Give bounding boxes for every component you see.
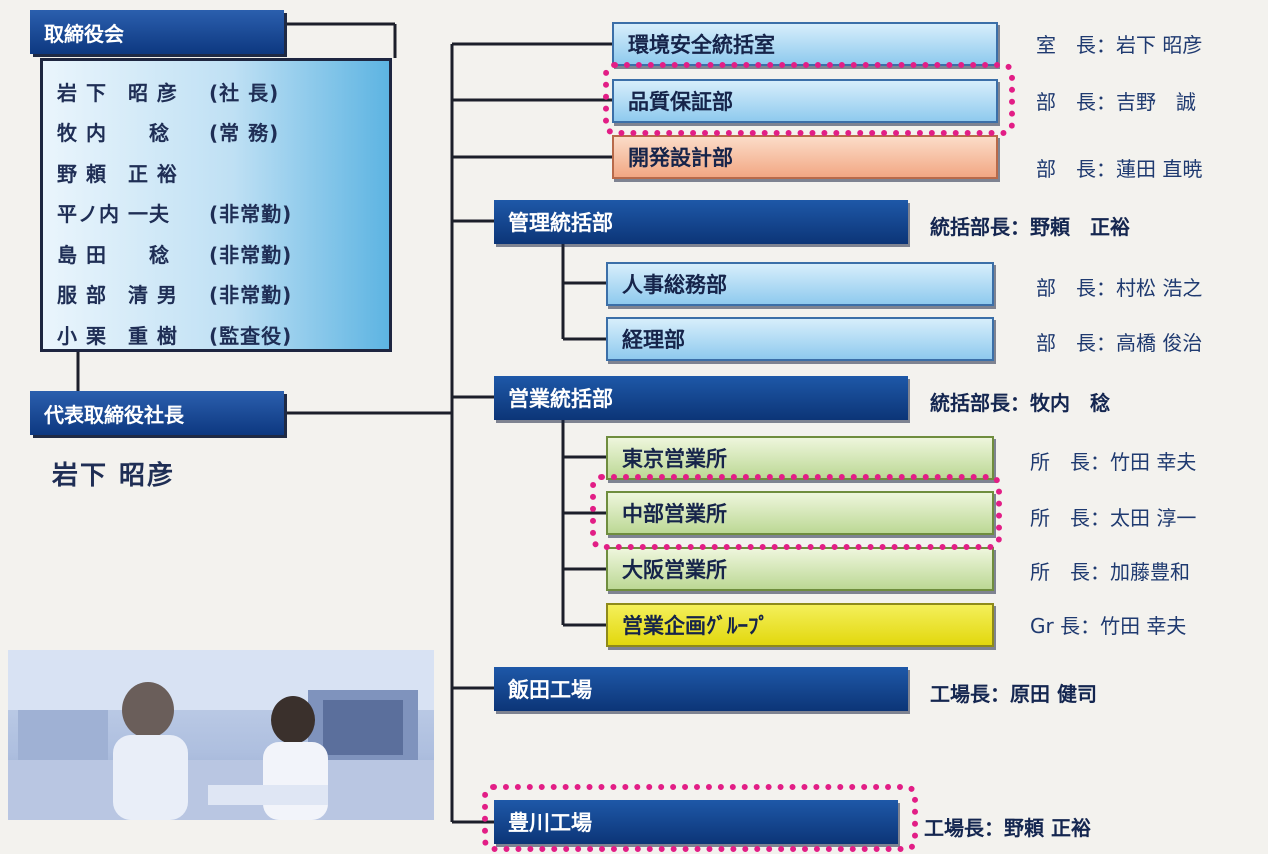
highlight-frame-hinshitsu — [603, 62, 1015, 136]
president-title: 代表取締役社長 — [30, 391, 284, 435]
dept-head-tokyo: 所 長：竹田 幸夫 — [1030, 450, 1197, 474]
dept-box-chubu: 中部営業所 — [606, 491, 994, 535]
dept-box-hinshitsu: 品質保証部 — [612, 79, 998, 123]
board-member-list: 岩 下 昭 彦 (社 長) 牧 内 稔 (常 務) 野 頼 正 裕 平ノ内 一夫 (非… — [40, 58, 392, 352]
dept-head-kikaku: Gr 長：竹田 幸夫 — [1030, 614, 1187, 638]
dept-box-keiri: 経理部 — [606, 317, 994, 361]
board-member: 服 部 清 男 (非常勤) — [57, 274, 389, 315]
dept-head-jinji: 部 長：村松 浩之 — [1036, 276, 1203, 300]
dept-box-toyokawa: 豊川工場 — [494, 800, 898, 844]
member-role: (常 務) — [209, 121, 280, 146]
dept-box-iida: 飯田工場 — [494, 667, 908, 711]
president-name: 岩下 昭彦 — [52, 461, 176, 491]
member-role: (非常勤) — [209, 242, 293, 267]
dept-box-kankyo: 環境安全統括室 — [612, 22, 998, 66]
dept-head-kankyo: 室 長：岩下 昭彦 — [1036, 33, 1203, 57]
dept-head-osaka: 所 長：加藤豊和 — [1030, 560, 1190, 584]
board-member: 岩 下 昭 彦 (社 長) — [57, 71, 389, 112]
dept-box-tokyo: 東京営業所 — [606, 436, 994, 480]
dept-head-eigyo: 統括部長：牧内 稔 — [930, 391, 1110, 415]
dept-head-toyokawa: 工場長：野頼 正裕 — [924, 816, 1091, 840]
board-member: 小 栗 重 樹 (監査役) — [57, 314, 389, 355]
dept-box-kanri: 管理統括部 — [494, 200, 908, 244]
board-member: 島 田 稔 (非常勤) — [57, 233, 389, 274]
board-member: 平ノ内 一夫 (非常勤) — [57, 193, 389, 234]
dept-head-chubu: 所 長：太田 淳一 — [1030, 506, 1197, 530]
dept-box-eigyo: 営業統括部 — [494, 376, 908, 420]
member-name: 小 栗 重 樹 — [57, 323, 178, 348]
member-name: 島 田 稔 — [57, 242, 170, 267]
highlight-frame-toyokawa — [482, 784, 918, 852]
dept-head-kaihatsu: 部 長：蓮田 直暁 — [1036, 157, 1203, 181]
member-role: (非常勤) — [209, 202, 293, 227]
office-photo — [8, 650, 434, 820]
member-name: 野 頼 正 裕 — [57, 161, 178, 186]
dept-head-keiri: 部 長：高橋 俊治 — [1036, 331, 1203, 355]
member-role: (社 長) — [209, 80, 280, 105]
member-role: (監査役) — [209, 323, 293, 348]
dept-box-kikaku: 営業企画ｸﾞﾙｰﾌﾟ — [606, 603, 994, 647]
dept-box-osaka: 大阪営業所 — [606, 547, 994, 591]
board-member: 牧 内 稔 (常 務) — [57, 112, 389, 153]
member-name: 平ノ内 一夫 — [57, 202, 170, 227]
dept-head-hinshitsu: 部 長：吉野 誠 — [1036, 90, 1196, 114]
member-role: (非常勤) — [209, 283, 293, 308]
member-name: 牧 内 稔 — [57, 121, 170, 146]
dept-box-jinji: 人事総務部 — [606, 262, 994, 306]
highlight-frame-chubu — [590, 474, 1002, 550]
member-name: 服 部 清 男 — [57, 283, 178, 308]
dept-box-kaihatsu: 開発設計部 — [612, 135, 998, 179]
dept-head-iida: 工場長：原田 健司 — [930, 682, 1097, 706]
member-name: 岩 下 昭 彦 — [57, 80, 178, 105]
dept-head-kanri: 統括部長：野頼 正裕 — [930, 215, 1130, 239]
board-title: 取締役会 — [30, 10, 284, 54]
board-member: 野 頼 正 裕 — [57, 152, 389, 193]
